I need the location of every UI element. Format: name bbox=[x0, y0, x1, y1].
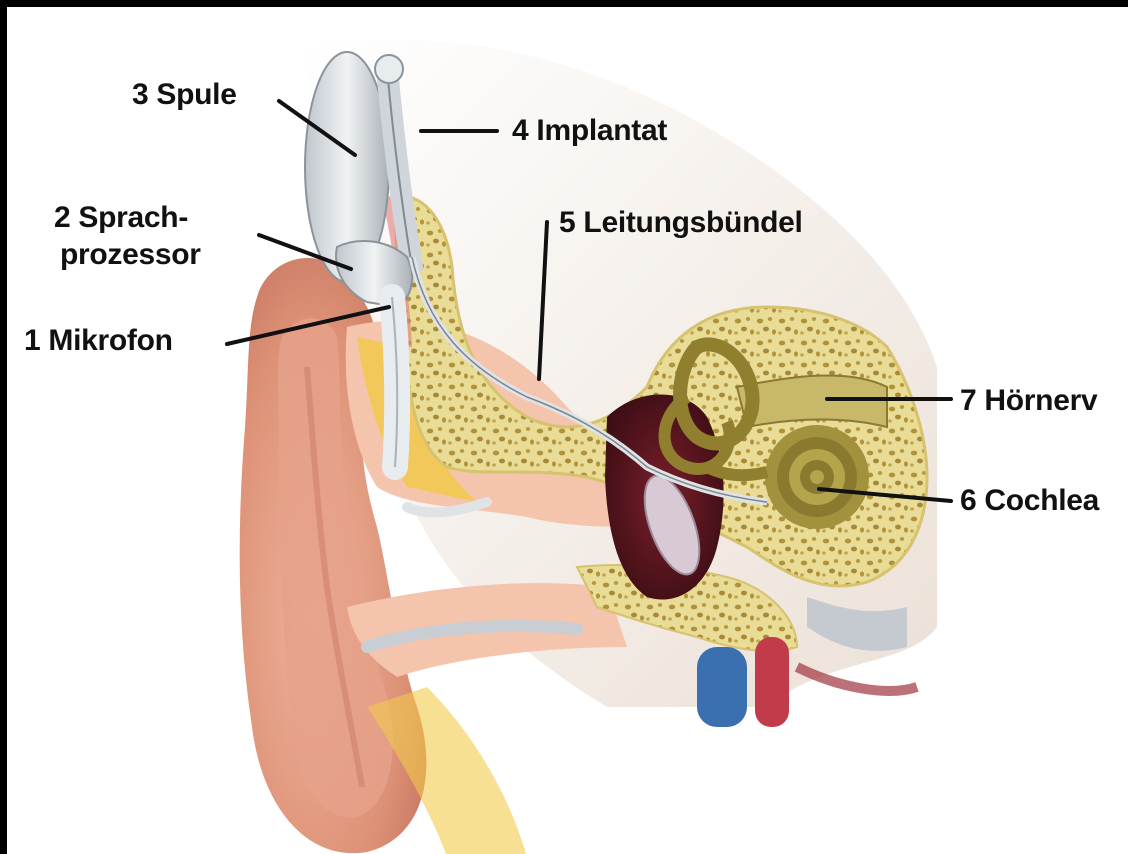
label-mikrofon: 1 Mikrofon bbox=[24, 325, 173, 357]
label-sprachprozessor-line2: prozessor bbox=[60, 239, 201, 271]
cochlea-spiral bbox=[765, 425, 869, 529]
label-spule: 3 Spule bbox=[132, 79, 237, 111]
label-leitungsbuendel: 5 Leitungsbündel bbox=[559, 207, 803, 239]
label-hoernerv: 7 Hörnerv bbox=[960, 385, 1097, 417]
label-cochlea: 6 Cochlea bbox=[960, 485, 1099, 517]
label-sprachprozessor-line1: 2 Sprach- bbox=[54, 202, 188, 234]
label-implantat: 4 Implantat bbox=[512, 115, 667, 147]
